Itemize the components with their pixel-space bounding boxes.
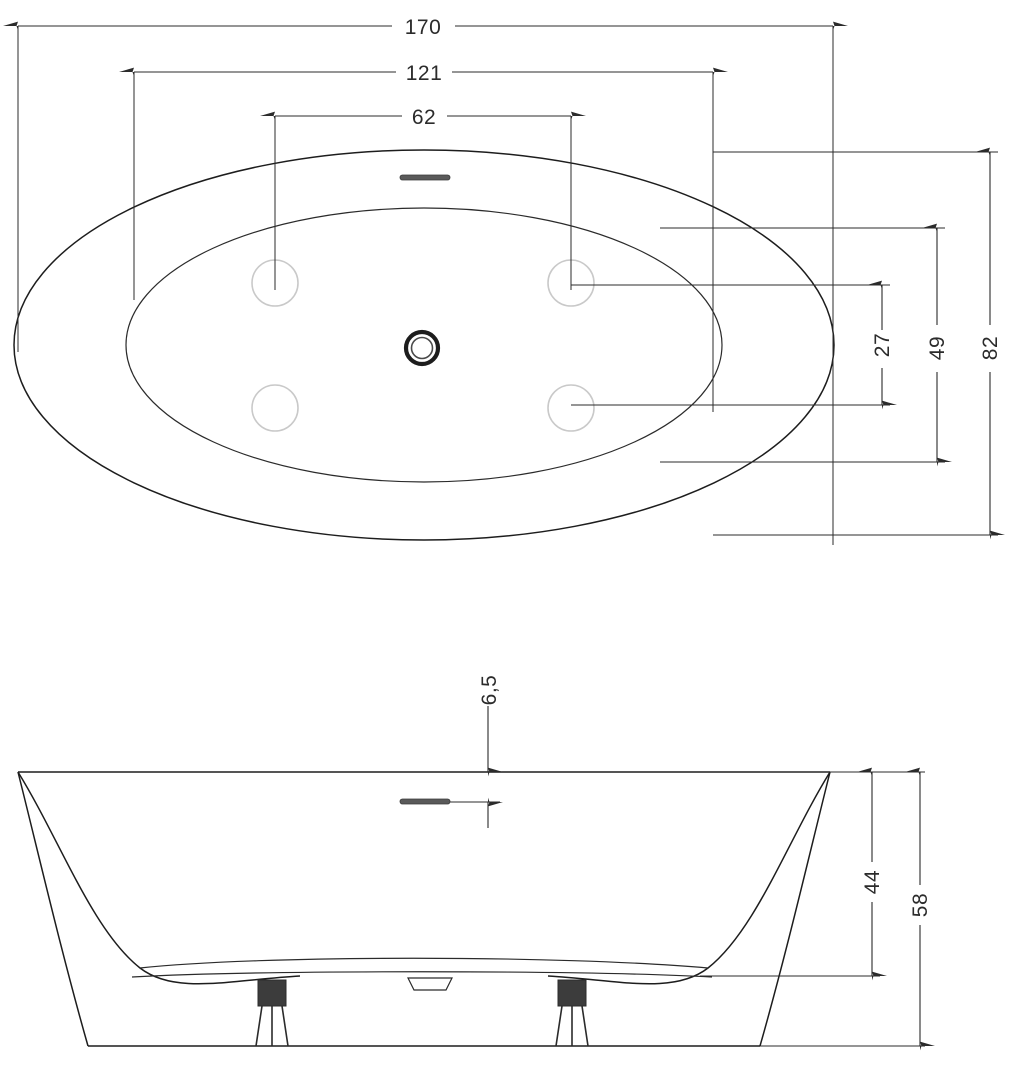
side-foot-left-leg-inner [281,1005,289,1047]
side-foot-right-leg-inner [581,1005,589,1047]
side-waste-outlet [407,977,453,991]
dim-label-58: 58 [909,893,932,917]
inner-basin-ellipse [125,207,723,483]
side-view-dimensions: 6,5 44 58 [450,675,935,1051]
side-right-outer-wall [759,771,831,1047]
dim-label-65: 6,5 [478,675,501,706]
drain-inner-ring-icon [410,336,434,360]
side-foot-right-leg-outer [555,1005,563,1047]
dim-label-49: 49 [926,336,949,360]
dim-label-121: 121 [406,62,443,85]
top-view-group [13,149,835,541]
side-basin-floor-bottom [131,971,713,978]
side-foot-left-block [257,979,287,1007]
side-foot-left-leg-outer [255,1005,263,1047]
dim-label-62: 62 [412,106,436,129]
dim-label-82: 82 [979,336,1002,360]
side-foot-right-block [557,979,587,1007]
top-view-dimensions: 170 121 62 27 49 [3,16,1005,545]
outer-rim-ellipse [13,149,835,541]
overflow-slot-top-view [399,174,451,181]
dim-label-27: 27 [871,333,894,357]
side-left-inner-wall [17,771,301,985]
drain-outer-ring-icon [403,329,441,367]
side-view-group [17,771,831,1047]
side-basin-floor-top [139,957,709,969]
jet-bottom-left [251,384,299,432]
side-right-inner-wall [547,771,831,985]
dim-label-44: 44 [861,870,884,894]
side-left-outer-wall [17,771,89,1047]
dim-label-170: 170 [405,16,442,39]
jet-bottom-right [547,384,595,432]
overflow-slot-side-view [399,798,451,805]
